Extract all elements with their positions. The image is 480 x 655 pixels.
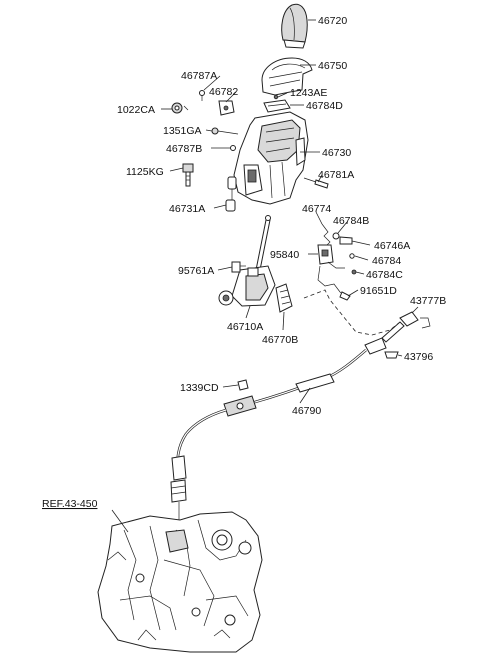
label-46710a: 46710A [227, 321, 263, 333]
shift-rod [218, 215, 276, 307]
nut-1022ca [171, 102, 189, 114]
shift-knob [281, 3, 308, 49]
switch-95840 [317, 244, 345, 269]
label-1351ga: 1351GA [163, 125, 202, 137]
label-46784b: 46784B [333, 215, 369, 227]
label-46784c: 46784C [366, 269, 403, 281]
label-46770b: 46770B [262, 334, 298, 346]
harness-91651d [317, 265, 351, 301]
plate-46770b [275, 283, 293, 313]
label-43796: 43796 [404, 351, 433, 363]
label-46784d: 46784D [306, 100, 343, 112]
spring-46774 [321, 223, 353, 247]
label-46784: 46784 [372, 255, 401, 267]
label-43777b: 43777B [410, 295, 446, 307]
callout-labels: 46720 46750 46787A 46782 1243AE 1022CA 4… [42, 15, 446, 510]
pin-46787b [230, 145, 236, 151]
label-46720: 46720 [318, 15, 347, 27]
label-46731a: 46731A [169, 203, 205, 215]
bolt-1125kg [182, 163, 194, 187]
label-46781a: 46781A [318, 169, 354, 181]
label-91651d: 91651D [360, 285, 397, 297]
label-46774: 46774 [302, 203, 331, 215]
label-46790: 46790 [292, 405, 321, 417]
label-1125kg: 1125KG [126, 166, 164, 178]
clip-46784 [349, 253, 357, 275]
label-46746a: 46746A [374, 240, 410, 252]
label-95840: 95840 [270, 249, 299, 261]
reference-line [303, 289, 401, 336]
label-46787b: 46787B [166, 143, 202, 155]
label-46750: 46750 [318, 60, 347, 72]
shift-boot [261, 57, 313, 96]
lever-housing [233, 111, 309, 205]
label-1243ae: 1243AE [290, 87, 327, 99]
bolt-1351ga [211, 127, 239, 135]
label-1339cd: 1339CD [180, 382, 219, 394]
leader-lines [111, 19, 419, 533]
label-46730: 46730 [322, 147, 351, 159]
bracket-46782 [218, 100, 235, 116]
label-1022ca: 1022CA [117, 104, 155, 116]
label-46782: 46782 [209, 86, 238, 98]
fastener-46787a [199, 90, 205, 101]
label-95761a: 95761A [178, 265, 214, 277]
label-46787a: 46787A [181, 70, 217, 82]
indicator-plate-46784d [263, 94, 291, 113]
label-ref-43-450: REF.43-450 [42, 498, 98, 510]
shift-cable [170, 311, 431, 520]
transmission-outline [97, 511, 263, 653]
bushing-46731a [225, 176, 237, 212]
